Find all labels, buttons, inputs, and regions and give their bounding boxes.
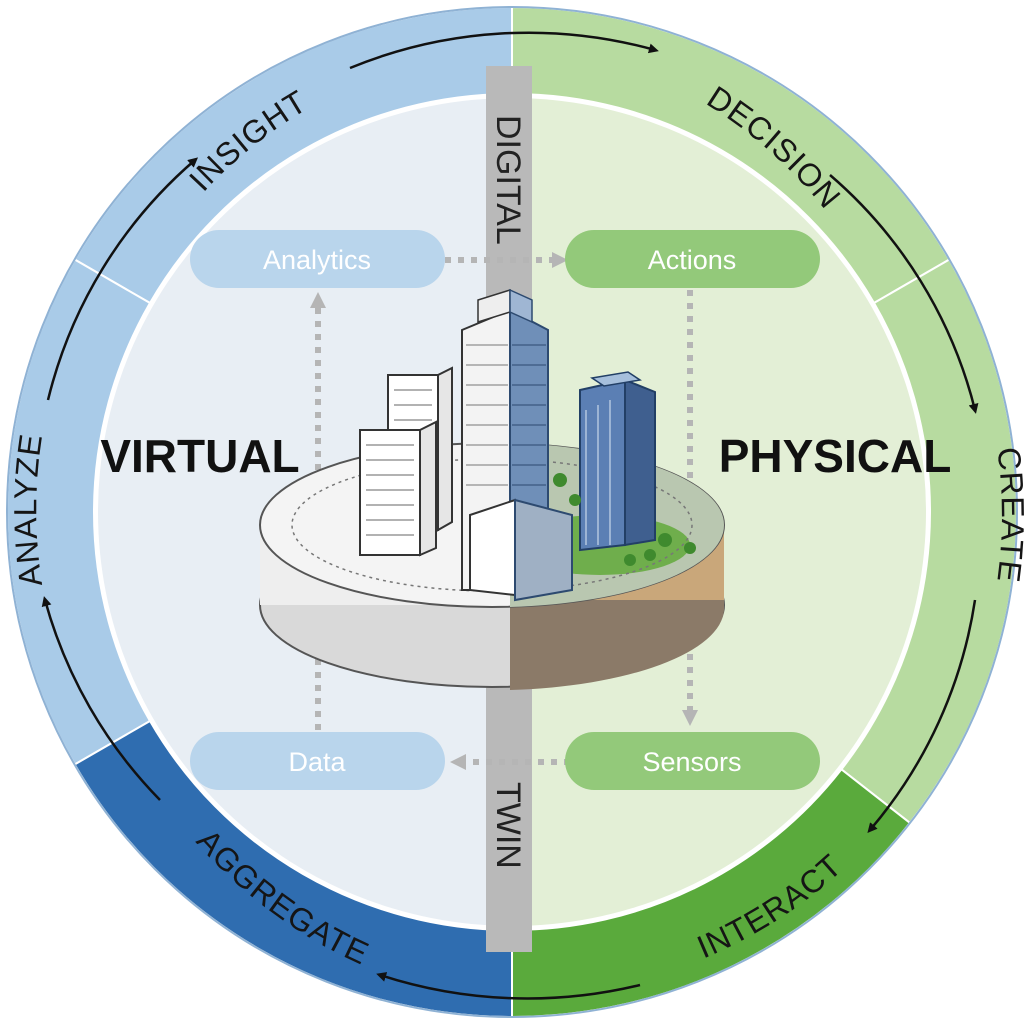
pill-sensors bbox=[565, 732, 820, 790]
cycle-arrows bbox=[41, 31, 979, 1000]
tower-real-windows bbox=[512, 344, 546, 486]
trees bbox=[553, 473, 696, 566]
tower-wire-windows bbox=[466, 344, 508, 486]
side-label-physical: PHYSICAL bbox=[719, 430, 952, 482]
band-label-digital: DIGITAL bbox=[489, 115, 527, 245]
glass-tower bbox=[579, 378, 626, 552]
wireframe-windows bbox=[366, 389, 432, 536]
side-label-virtual: VIRTUAL bbox=[100, 430, 299, 482]
pill-data bbox=[190, 732, 445, 790]
band-label-twin: TWIN bbox=[489, 782, 527, 869]
wireframe-buildings bbox=[359, 366, 453, 557]
pill-analytics bbox=[190, 230, 445, 288]
pill-label-sensors: Sensors bbox=[642, 747, 741, 777]
arrow-create-to-interact bbox=[867, 599, 977, 834]
arrow-insight-to-decision bbox=[349, 31, 659, 70]
node-data: Data bbox=[190, 732, 445, 790]
arrow-aggregate-to-analyze bbox=[41, 596, 161, 801]
pill-actions bbox=[565, 230, 820, 288]
city-base-rock bbox=[510, 600, 724, 690]
node-analytics: Analytics bbox=[190, 230, 445, 288]
pill-label-data: Data bbox=[288, 747, 346, 777]
ring-label-analyze: ANALYZE bbox=[7, 431, 49, 589]
arrow-analyze-to-insight bbox=[46, 157, 199, 401]
isometric-city-building-icon bbox=[259, 288, 725, 690]
node-actions: Actions bbox=[565, 230, 820, 288]
pill-label-actions: Actions bbox=[648, 245, 737, 275]
ring-outline bbox=[6, 6, 1018, 1018]
pill-label-analytics: Analytics bbox=[263, 245, 371, 275]
arrow-interact-to-aggregate bbox=[376, 972, 641, 1000]
arrow-decision-to-create bbox=[829, 174, 979, 414]
node-sensors: Sensors bbox=[565, 732, 820, 790]
ring-label-create: CREATE bbox=[990, 445, 1024, 585]
